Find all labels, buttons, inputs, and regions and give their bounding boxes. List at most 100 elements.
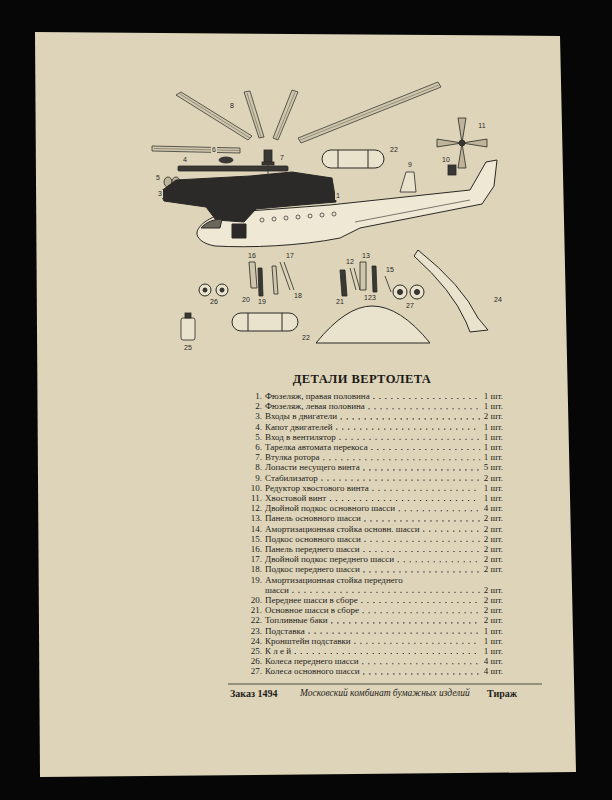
helicopter-fuselage <box>284 216 288 220</box>
dot-leader <box>364 469 480 470</box>
item-number: 8. <box>222 462 262 472</box>
part-name: Панель основного шасси <box>265 513 361 523</box>
callout-number: 21 <box>335 298 345 306</box>
wheels <box>199 284 211 296</box>
dot-leader <box>364 673 480 674</box>
callout-number: 6 <box>211 146 217 154</box>
part-quantity: 4 шт. <box>453 503 503 513</box>
item-number: 9. <box>222 473 262 483</box>
item-number: 6. <box>222 442 262 452</box>
item-number: 20. <box>222 595 262 605</box>
item-number: 23. <box>222 626 262 636</box>
part-name: Колеса переднего шасси <box>265 656 359 666</box>
part-name: Подкос основного шасси <box>265 534 361 544</box>
dot-leader <box>374 398 480 399</box>
part-quantity: 1 шт. <box>453 646 503 656</box>
rule-line <box>228 684 542 685</box>
tail-rotor <box>459 140 465 146</box>
rotor-hub <box>262 162 274 165</box>
item-number: 19. <box>222 575 262 585</box>
fuel-tank <box>248 313 249 331</box>
order-number: Заказ 1494 <box>230 688 277 699</box>
item-number: 13. <box>222 513 262 523</box>
helicopter-fuselage <box>272 217 276 221</box>
item-number: 26. <box>222 656 262 666</box>
helicopter-fuselage <box>160 172 336 222</box>
callout-number: 7 <box>279 154 285 162</box>
part-name: Лопасти несущего винта <box>265 462 360 472</box>
part-name: Стабилизатор <box>265 473 318 483</box>
callout-number: 10 <box>441 156 451 164</box>
item-number: 25. <box>222 646 262 656</box>
part-quantity: 2 шт. <box>453 595 503 605</box>
part-quantity: 2 шт. <box>453 513 503 523</box>
part-quantity: 2 шт. <box>453 554 503 564</box>
glue-tube <box>181 318 195 340</box>
part-name: Двойной подкос переднего шасси <box>265 554 394 564</box>
dot-leader <box>309 633 480 634</box>
callout-number: 18 <box>293 292 303 300</box>
item-number: 22. <box>222 615 262 625</box>
wheels <box>398 290 403 295</box>
part-quantity: 1 шт. <box>453 626 503 636</box>
part-name: Основное шасси в сборе <box>265 605 359 615</box>
dot-leader <box>324 459 480 460</box>
tail-rotor <box>458 143 466 168</box>
rotor-blades <box>176 92 252 140</box>
publisher-name: Московский комбинат бумажных изделий <box>300 688 470 699</box>
callout-number: 15 <box>385 266 395 274</box>
landing-gear-parts <box>360 262 366 290</box>
part-name: Колеса основного шасси <box>265 666 360 676</box>
part-name: Панель переднего шасси <box>265 544 360 554</box>
dot-leader <box>365 541 480 542</box>
helicopter-fuselage <box>260 212 336 222</box>
dot-leader <box>330 500 480 501</box>
paper-sheet <box>35 32 576 777</box>
part-quantity: 2 шт. <box>453 411 503 421</box>
tail-rotor <box>437 118 487 175</box>
dot-leader <box>373 490 480 491</box>
landing-gear-parts <box>272 266 278 294</box>
part-name: Подставка <box>265 626 305 636</box>
dot-leader <box>340 439 480 440</box>
item-number: 1. <box>222 391 262 401</box>
dot-leader <box>364 551 480 552</box>
rotor-hub <box>219 157 233 163</box>
part-quantity: 2 шт. <box>453 585 503 595</box>
wheels <box>410 285 424 299</box>
wheels <box>220 288 224 292</box>
dot-leader <box>363 663 480 664</box>
part-name: Переднее шасси в сборе <box>265 595 358 605</box>
item-number: 11. <box>222 493 262 503</box>
helicopter-fuselage <box>308 214 312 218</box>
part-name: Фюзеляж, левая половина <box>265 401 365 411</box>
item-number: 17. <box>222 554 262 564</box>
part-name: Кронштейн подставки <box>265 636 351 646</box>
landing-gear-parts <box>340 270 347 296</box>
callout-number: 8 <box>229 102 235 110</box>
callout-number: 9 <box>407 161 413 169</box>
tail-rotor <box>458 118 466 143</box>
helicopter-fuselage <box>160 160 497 247</box>
glue-tube <box>181 313 195 340</box>
callout-number: 27 <box>405 302 415 310</box>
dot-leader <box>363 612 480 613</box>
paper-sheet <box>35 32 576 777</box>
fuel-tank <box>232 313 298 331</box>
sheet-title: ДЕТАЛИ ВЕРТОЛЕТА <box>232 372 492 386</box>
dot-leader <box>336 429 479 430</box>
callout-number: 22 <box>301 334 311 342</box>
part-name: Вход в вентилятор <box>265 432 336 442</box>
part-quantity: 1 шт. <box>453 401 503 411</box>
landing-gear-parts <box>385 276 391 292</box>
dot-leader <box>322 480 480 481</box>
part-quantity: 2 шт. <box>453 473 503 483</box>
glue-tube <box>185 313 191 318</box>
rotor-blades <box>154 85 439 151</box>
part-quantity: 2 шт. <box>453 544 503 554</box>
part-quantity: 1 шт. <box>453 442 503 452</box>
callout-number: 1 <box>335 192 341 200</box>
item-number: 14. <box>222 524 262 534</box>
wheels <box>199 284 424 299</box>
item-number: 5. <box>222 432 262 442</box>
